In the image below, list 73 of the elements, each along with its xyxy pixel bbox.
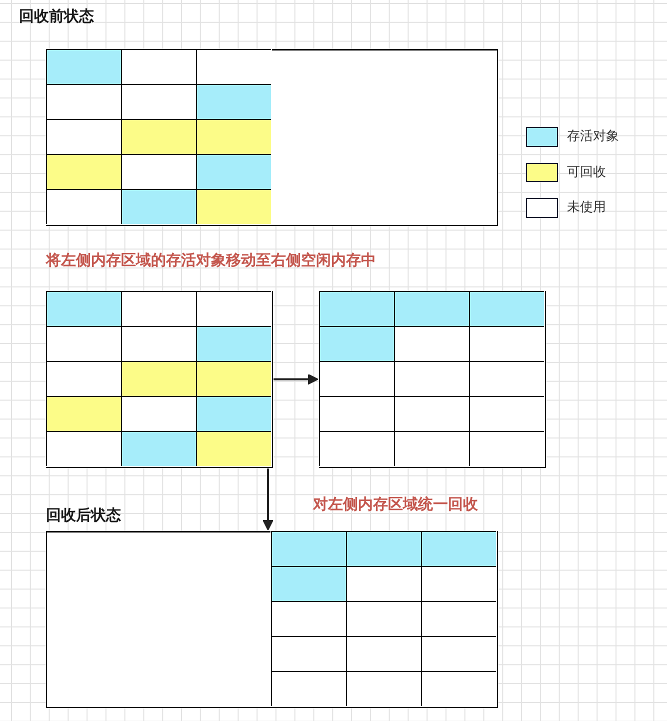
memory-cell [46,396,121,431]
memory-cell [121,84,196,119]
step-note: 将左侧内存区域的存活对象移动至右侧空闲内存中 [46,251,376,269]
memory-cell [196,431,271,466]
memory-cell [420,601,496,636]
memory-cell [346,531,420,566]
memory-cell [196,326,271,361]
memory-cell [46,189,121,224]
memory-cell [394,396,469,431]
memory-cell [121,119,196,154]
section-title: 回收后状态 [46,506,121,524]
section-title: 回收前状态 [19,7,94,25]
memory-cell [121,326,196,361]
memory-cell [319,361,394,396]
memory-cell [196,189,271,224]
memory-cell [420,531,496,566]
memory-cell [46,49,121,84]
memory-grid [319,291,546,468]
memory-cell [319,396,394,431]
legend-label: 可回收 [567,164,606,182]
legend-label: 未使用 [567,199,606,217]
memory-cell [196,119,271,154]
arrow [262,468,274,530]
memory-cell [121,431,196,466]
memory-cell [46,119,121,154]
memory-cell [469,326,544,361]
memory-cell [121,49,196,84]
memory-cell [319,326,394,361]
memory-cell [121,396,196,431]
memory-cell [394,361,469,396]
memory-cell [46,361,121,396]
memory-cell [420,671,496,706]
memory-cell [196,291,271,326]
memory-cell [270,566,346,601]
memory-cell [319,291,394,326]
arrow [274,374,318,385]
memory-cell [394,431,469,466]
memory-cell [196,49,271,84]
memory-cell [469,431,544,466]
memory-block [46,531,498,708]
memory-grid [46,291,272,468]
step-note: 对左侧内存区域统一回收 [313,495,478,513]
memory-cell [121,154,196,189]
memory-cell [270,601,346,636]
memory-block [46,49,498,226]
memory-cell [46,431,121,466]
memory-cell [469,361,544,396]
memory-cell [270,531,346,566]
memory-cell [121,291,196,326]
memory-cell [420,636,496,671]
memory-cell [420,566,496,601]
memory-cell [121,189,196,224]
memory-cell [346,671,420,706]
legend-label: 存活对象 [567,128,619,146]
memory-cell [196,154,271,189]
memory-cell [394,326,469,361]
memory-cell [346,566,420,601]
memory-cell [270,671,346,706]
memory-cell [196,84,271,119]
memory-cell [46,154,121,189]
memory-cell [346,636,420,671]
memory-cell [346,601,420,636]
memory-cell [46,291,121,326]
memory-cell [46,84,121,119]
memory-cell [46,326,121,361]
memory-cell [469,291,544,326]
memory-cell [319,431,394,466]
memory-cell [270,636,346,671]
memory-cell [196,396,271,431]
memory-cell [394,291,469,326]
memory-cell [196,361,271,396]
memory-cell [121,361,196,396]
memory-cell [469,396,544,431]
